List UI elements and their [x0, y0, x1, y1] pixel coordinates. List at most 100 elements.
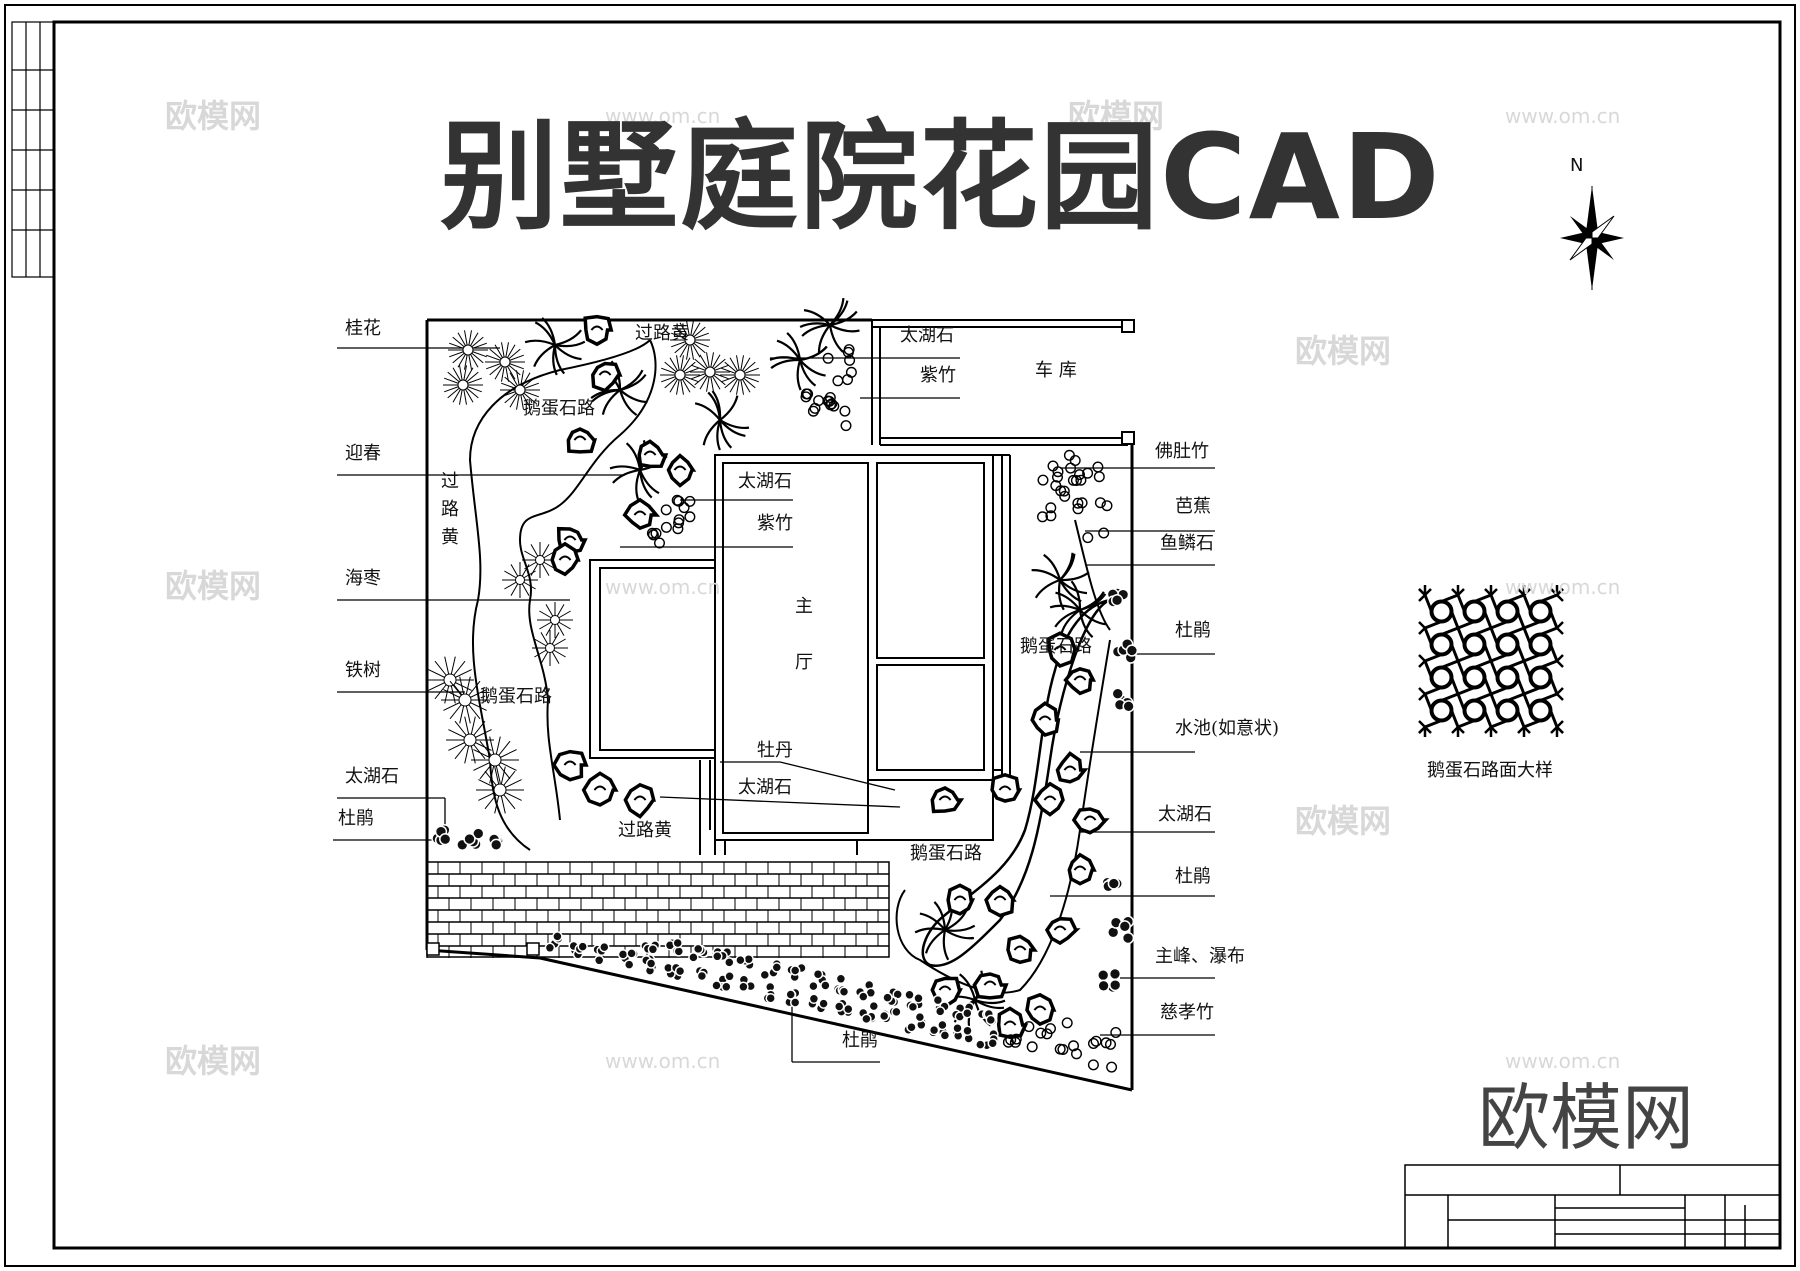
- palm-symbol: [1049, 580, 1107, 639]
- lower-bed-edges: [699, 760, 711, 855]
- azalea-symbol: [617, 948, 639, 970]
- label-eluanshilu-bottom: 鹅蛋石路: [910, 843, 982, 864]
- palm-symbol: [609, 440, 668, 501]
- azalea-symbol: [951, 1022, 974, 1044]
- rock-symbol: [583, 314, 614, 347]
- watermark-url: www.om.cn: [605, 1049, 721, 1073]
- azalea-symbol: [904, 989, 924, 1013]
- shrub-symbol: [660, 355, 700, 395]
- bamboo-symbol: [822, 344, 857, 387]
- rock-symbol: [637, 439, 669, 469]
- palm-symbol: [524, 317, 586, 376]
- rock-symbol: [623, 782, 656, 819]
- azalea-symbol: [664, 937, 685, 957]
- azalea-symbol: [833, 998, 854, 1018]
- label-cheku: 车 库: [1035, 360, 1077, 381]
- rock-symbol: [1055, 751, 1089, 784]
- label-dujuan-r1: 杜鹃: [1175, 620, 1211, 641]
- azalea-symbol: [694, 965, 710, 982]
- azalea-symbol: [1107, 915, 1135, 945]
- bamboo-symbol: [1002, 1021, 1047, 1053]
- watermark-url: www.om.cn: [605, 575, 721, 599]
- azalea-symbol: [786, 962, 807, 983]
- label-eluanshilu-right: 鹅蛋石路: [1020, 636, 1092, 657]
- north-arrow-icon: [1560, 186, 1624, 290]
- azalea-symbol: [950, 1002, 975, 1022]
- rock-symbol: [566, 427, 598, 454]
- azalea-symbol: [641, 954, 658, 976]
- watermark-logo: 欧模网: [165, 567, 262, 605]
- bamboo-symbol: [646, 514, 685, 549]
- azalea-symbol: [975, 1028, 999, 1051]
- label-taihushi-hall: 太湖石: [738, 471, 792, 492]
- shrub-symbol: [446, 716, 494, 764]
- label-dujuan-bottom: 杜鹃: [842, 1030, 878, 1051]
- palm-symbol: [799, 297, 860, 353]
- label-zizhu-garage: 紫竹: [920, 365, 956, 386]
- rock-symbol: [666, 453, 697, 488]
- rock-symbol: [550, 541, 581, 577]
- bamboo-symbol: [1041, 1017, 1082, 1060]
- shrub-symbol: [690, 352, 730, 392]
- rock-symbol: [1030, 701, 1061, 737]
- watermark-logo: 欧模网: [165, 1042, 262, 1080]
- detail-caption: 鹅蛋石路面大样: [1427, 760, 1553, 781]
- watermark-url: www.om.cn: [1505, 1049, 1621, 1073]
- label-zizhu-hall: 紫竹: [757, 513, 793, 534]
- brand-logo: 欧模网: [1478, 1076, 1695, 1160]
- palm-symbol: [914, 900, 976, 961]
- shrub-symbol: [471, 736, 519, 784]
- drawing-title: 别墅庭院花园CAD: [440, 108, 1442, 246]
- label-eluanshilu-left: 鹅蛋石路: [480, 686, 552, 707]
- left-title-strip: [11, 21, 55, 278]
- label-tieshu: 铁树: [345, 660, 381, 681]
- label-zhuting-2: 厅: [795, 652, 813, 673]
- bamboo-symbol: [660, 494, 696, 529]
- label-bajiao: 芭蕉: [1175, 496, 1211, 517]
- azalea-symbol: [712, 946, 735, 968]
- azalea-symbol: [663, 962, 686, 982]
- bamboo-symbol: [1072, 497, 1113, 544]
- label-dujuan-left: 杜鹃: [338, 808, 374, 829]
- azalea-symbol: [903, 1011, 928, 1035]
- brick-terrace: [426, 861, 890, 958]
- label-guihua: 桂花: [345, 318, 381, 339]
- azalea-symbol: [544, 931, 564, 954]
- bamboo-symbol: [1036, 480, 1071, 523]
- label-haizao: 海枣: [345, 568, 381, 589]
- inner-frame: [52, 20, 1782, 1250]
- azalea-symbol: [431, 823, 452, 847]
- rock-symbol: [1032, 781, 1065, 817]
- label-shuichi: 水池(如意状): [1175, 718, 1280, 739]
- shrub-symbol: [670, 320, 710, 360]
- azalea-symbol: [832, 973, 850, 997]
- label-eluanshilu-top: 鹅蛋石路: [523, 398, 595, 419]
- garage-outline: [871, 319, 1135, 446]
- rock-symbol: [930, 786, 965, 814]
- azalea-symbol: [854, 979, 877, 1003]
- shrub-symbol: [500, 370, 540, 410]
- label-guoluhuang-vertical: 过路黄: [441, 471, 459, 548]
- rock-symbol: [581, 771, 619, 807]
- rock-symbol: [1044, 916, 1081, 946]
- shrub-symbol: [532, 630, 568, 666]
- azalea-symbol: [568, 940, 588, 960]
- bamboo-symbol: [800, 388, 840, 417]
- azalea-symbol: [882, 986, 903, 1008]
- watermark-logo: 欧模网: [1295, 332, 1392, 370]
- azalea-symbol: [878, 1006, 902, 1024]
- azalea-symbol: [762, 981, 776, 1004]
- rock-symbol: [996, 1006, 1029, 1039]
- rock-symbol: [1025, 992, 1057, 1027]
- azalea-symbol: [807, 993, 829, 1014]
- label-cixiaozhu: 慈孝竹: [1160, 1002, 1214, 1023]
- rock-symbol: [1046, 631, 1078, 669]
- azalea-symbol: [857, 1000, 880, 1025]
- rock-symbol: [591, 361, 623, 393]
- shrub-symbol: [537, 602, 573, 638]
- outer-frame: [4, 4, 1796, 1267]
- watermark-url: www.om.cn: [605, 104, 721, 128]
- label-taihushi-garage: 太湖石: [900, 325, 954, 346]
- north-label: N: [1570, 155, 1584, 176]
